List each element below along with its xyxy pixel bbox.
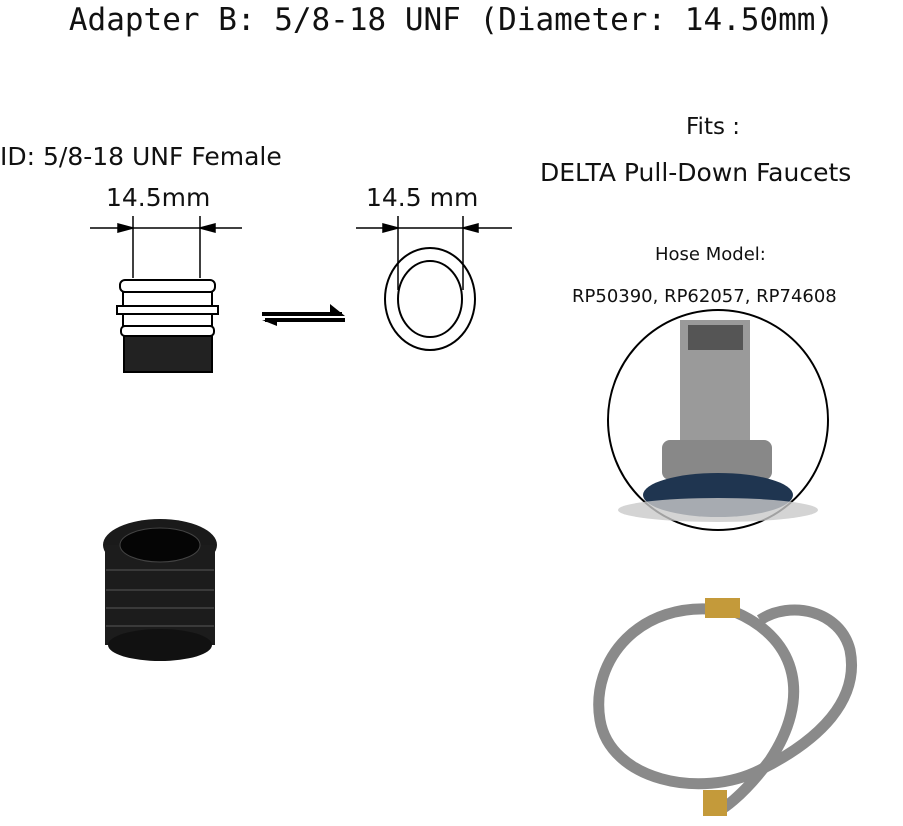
- ring-drawing: [384, 247, 476, 351]
- thread-spec-label: ID: 5/8-18 UNF Female: [0, 142, 282, 171]
- black-adapter-photo: [103, 519, 217, 661]
- dimension-label-adapter: 14.5mm: [106, 183, 211, 212]
- exchange-arrows-icon: [262, 304, 345, 326]
- hose-model-label: Hose Model:: [655, 244, 766, 265]
- adapter-drawing: [116, 279, 219, 373]
- page-title: Adapter B: 5/8-18 UNF (Diameter: 14.50mm…: [68, 2, 835, 38]
- dimension-label-ring: 14.5 mm: [366, 183, 479, 212]
- brass-fitting-bottom: [703, 790, 727, 816]
- fits-value: DELTA Pull-Down Faucets: [540, 158, 852, 187]
- hose-model-list: RP50390, RP62057, RP74608: [572, 286, 837, 307]
- brass-fitting-top: [705, 598, 740, 618]
- dimension-lines: [90, 216, 512, 290]
- braided-hose-photo: [593, 603, 857, 815]
- fits-label: Fits :: [686, 114, 741, 140]
- faucet-closeup-photo: [607, 309, 829, 531]
